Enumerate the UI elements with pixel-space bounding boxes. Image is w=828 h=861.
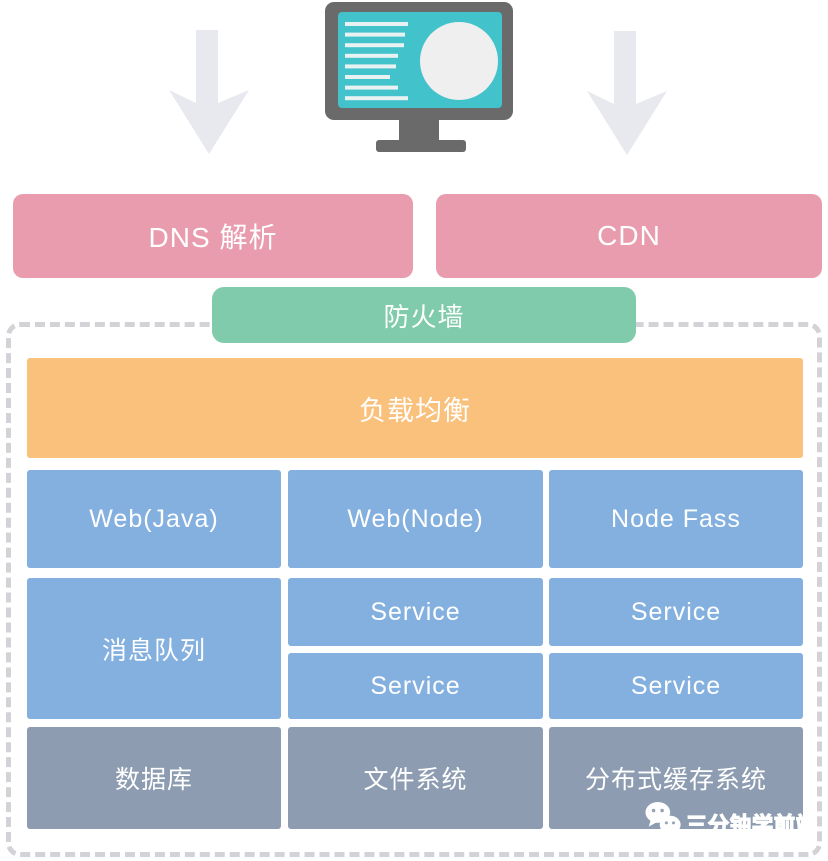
down-arrow-icon xyxy=(163,27,255,155)
service-box: Service xyxy=(549,578,803,646)
service-label: Service xyxy=(370,597,461,626)
message-queue-box: 消息队列 xyxy=(27,578,281,719)
service-label: Service xyxy=(370,671,461,700)
dns-box: DNS 解析 xyxy=(13,194,413,278)
service-label: Service xyxy=(630,597,722,626)
web-node-box: Web(Node) xyxy=(288,470,543,568)
down-arrow-icon xyxy=(581,28,673,156)
web-java-box: Web(Java) xyxy=(27,470,281,568)
file-system-box: 文件系统 xyxy=(288,727,543,829)
load-balancer-label: 负载均衡 xyxy=(359,395,471,426)
cdn-label: CDN xyxy=(597,220,661,251)
firewall-label: 防火墙 xyxy=(383,301,465,332)
watermark-label: 三分钟学前端 xyxy=(685,813,818,837)
web-java-label: Web(Java) xyxy=(89,504,219,533)
node-fass-label: Node Fass xyxy=(611,504,741,533)
database-box: 数据库 xyxy=(27,727,281,829)
firewall-box: 防火墙 xyxy=(212,287,636,343)
wechat-icon xyxy=(645,801,683,839)
node-fass-box: Node Fass xyxy=(549,470,803,568)
database-label: 数据库 xyxy=(114,766,193,794)
monitor-icon xyxy=(325,2,513,152)
load-balancer-box: 负载均衡 xyxy=(27,358,803,458)
service-label: Service xyxy=(630,671,722,700)
distributed-cache-label: 分布式缓存系统 xyxy=(584,766,767,794)
service-box: Service xyxy=(288,578,543,646)
distributed-cache-box: 分布式缓存系统 xyxy=(549,727,803,829)
file-system-label: 文件系统 xyxy=(363,766,468,794)
dns-label: DNS 解析 xyxy=(148,222,278,253)
message-queue-label: 消息队列 xyxy=(101,636,206,665)
service-box: Service xyxy=(549,653,803,719)
web-node-label: Web(Node) xyxy=(347,504,484,533)
cdn-box: CDN xyxy=(436,194,822,278)
service-box: Service xyxy=(288,653,543,719)
